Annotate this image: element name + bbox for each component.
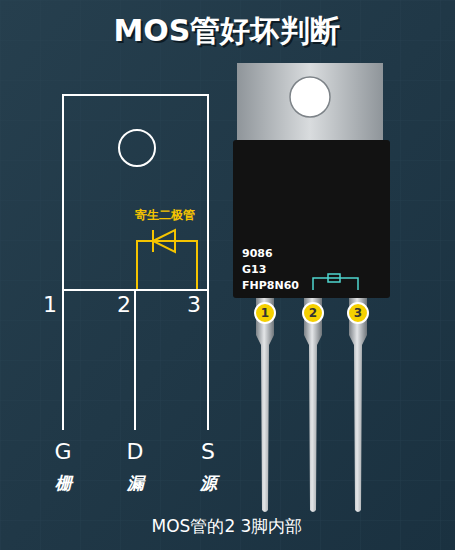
title: MOS管好坏判断 xyxy=(114,14,341,47)
pin-number: 2 xyxy=(117,293,131,317)
callout-circle: 2 xyxy=(302,302,324,324)
pin-name-cn: 源 xyxy=(200,474,217,493)
chip-marking: 9086 xyxy=(242,246,390,262)
pin-name: D xyxy=(127,440,144,464)
callout-number: 2 xyxy=(309,307,317,319)
callout-circle: 3 xyxy=(347,302,369,324)
callout-circle: 1 xyxy=(254,302,276,324)
callout-number: 3 xyxy=(354,307,362,319)
chip-marking: G13 xyxy=(242,262,390,278)
chip-marking: FHP8N60 xyxy=(242,278,390,294)
caption: MOS管的2 3脚内部 xyxy=(152,517,303,536)
pin-name-cn: 栅 xyxy=(55,474,72,493)
pin-number: 3 xyxy=(187,293,201,317)
pin-number: 1 xyxy=(43,293,57,317)
callout-number: 1 xyxy=(261,307,269,319)
pin-name: G xyxy=(54,440,71,464)
chip-body: 9086G13FHP8N60 xyxy=(233,140,390,298)
pin-name-cn: 漏 xyxy=(127,474,144,493)
pin-name: S xyxy=(201,440,215,464)
diode-label: 寄生二极管 xyxy=(135,209,195,222)
